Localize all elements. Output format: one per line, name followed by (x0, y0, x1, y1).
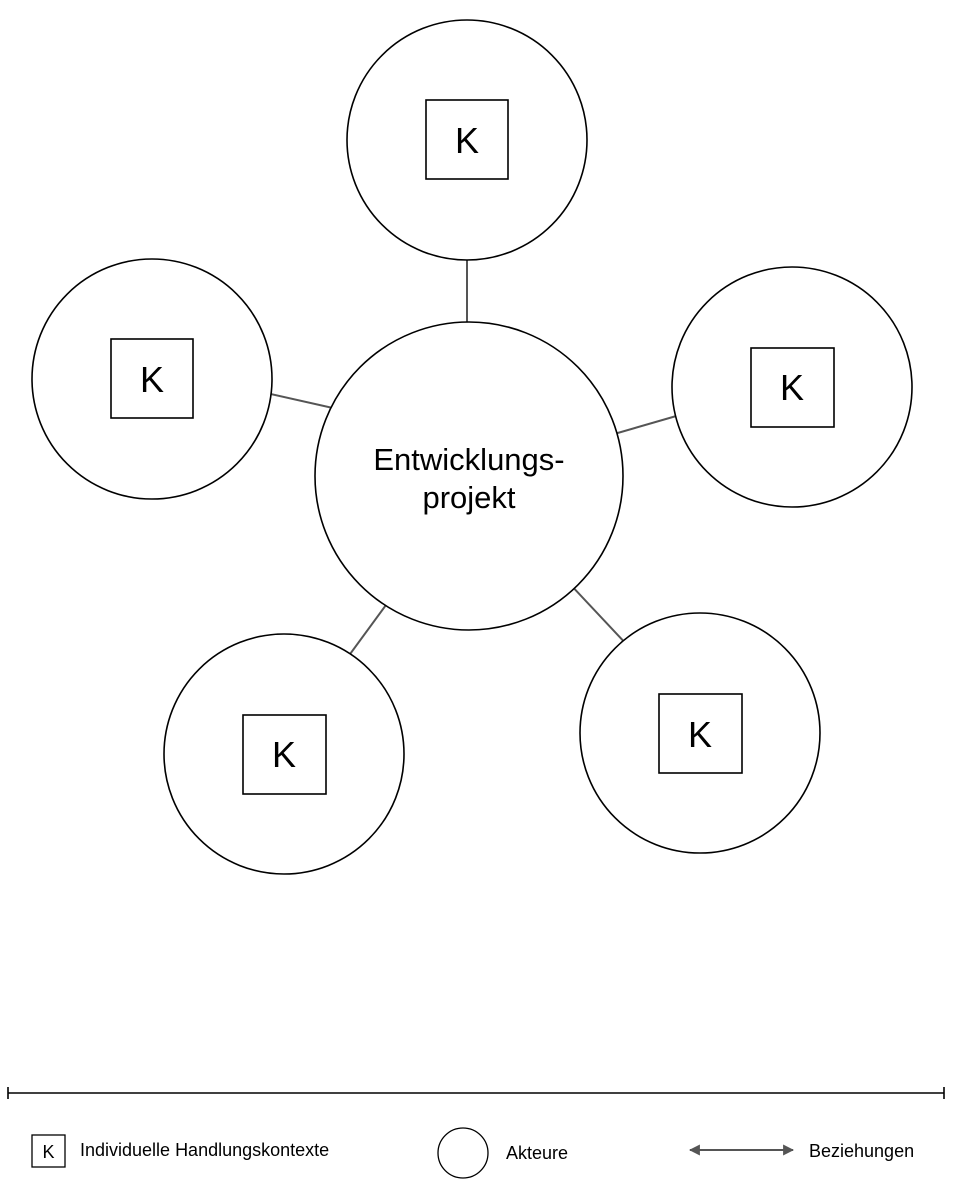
legend-context-symbol: K (42, 1142, 54, 1162)
legend-context: K Individuelle Handlungskontexte (31, 1134, 329, 1168)
legend-relation: Beziehungen (688, 1141, 914, 1161)
context-box-bottom-left (242, 714, 327, 795)
actor-bottom-right: K (579, 612, 821, 854)
legend-relation-label: Beziehungen (809, 1141, 914, 1161)
actor-left: K (31, 258, 273, 500)
context-label-bottom-left: K (272, 734, 296, 775)
legend-divider (7, 1087, 945, 1099)
context-label-right: K (780, 367, 804, 408)
context-label-left: K (140, 359, 164, 400)
actor-bottom-left: K (163, 633, 405, 875)
actor-right: K (671, 266, 913, 508)
context-box-bottom-right (658, 693, 743, 774)
legend-context-label: Individuelle Handlungskontexte (80, 1140, 329, 1160)
context-label-top: K (455, 120, 479, 161)
legend-actor-circle (437, 1127, 489, 1179)
center-label-line1: Entwicklungs- (373, 442, 564, 477)
context-box-top (425, 99, 509, 180)
actor-top: K (346, 19, 588, 261)
center-label-line2: projekt (422, 480, 515, 515)
legend-actor-label: Akteure (506, 1143, 568, 1163)
context-label-bottom-right: K (688, 714, 712, 755)
center-project: Entwicklungs- projekt (314, 321, 624, 631)
legend-context-box (31, 1134, 66, 1168)
legend-actor: Akteure (437, 1127, 568, 1179)
context-box-right (750, 347, 835, 428)
context-box-left (110, 338, 194, 419)
